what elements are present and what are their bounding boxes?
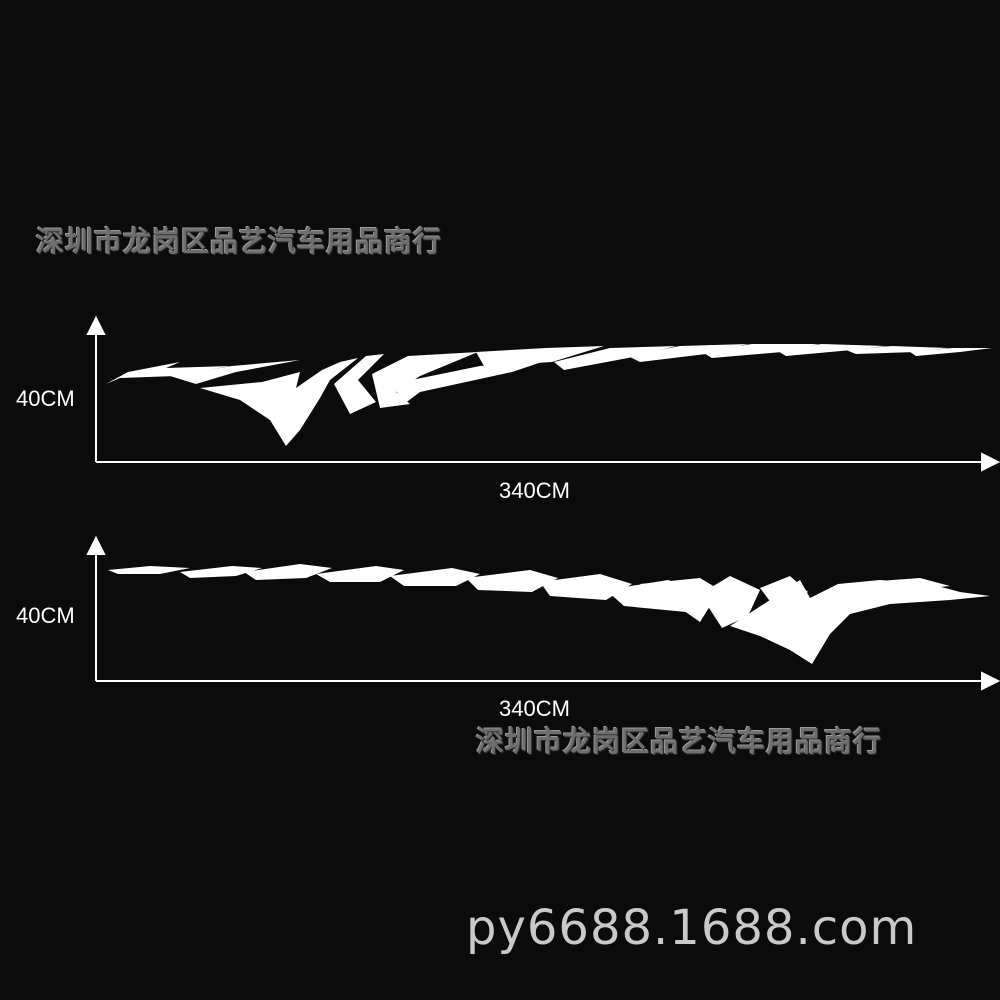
shop-watermark-top: 深圳市龙岗区品艺汽车用品商行 [36, 225, 443, 258]
right-arrow-icon [981, 671, 1000, 691]
bottom-height-label: 40CM [16, 603, 75, 628]
bottom-decal-graphic [108, 564, 990, 664]
bottom-width-label: 340CM [499, 696, 570, 721]
right-arrow-icon [981, 452, 1000, 472]
shop-watermark-bottom: 深圳市龙岗区品艺汽车用品商行 [476, 725, 883, 758]
top-decal-graphic [106, 344, 992, 446]
top-dimension-axes [86, 315, 1000, 472]
up-arrow-icon [86, 315, 106, 335]
top-height-label: 40CM [16, 386, 75, 411]
shop-url: py6688.1688.com [466, 900, 918, 956]
up-arrow-icon [86, 535, 106, 555]
bottom-dimension-axes [86, 535, 1000, 691]
top-width-label: 340CM [499, 478, 570, 503]
